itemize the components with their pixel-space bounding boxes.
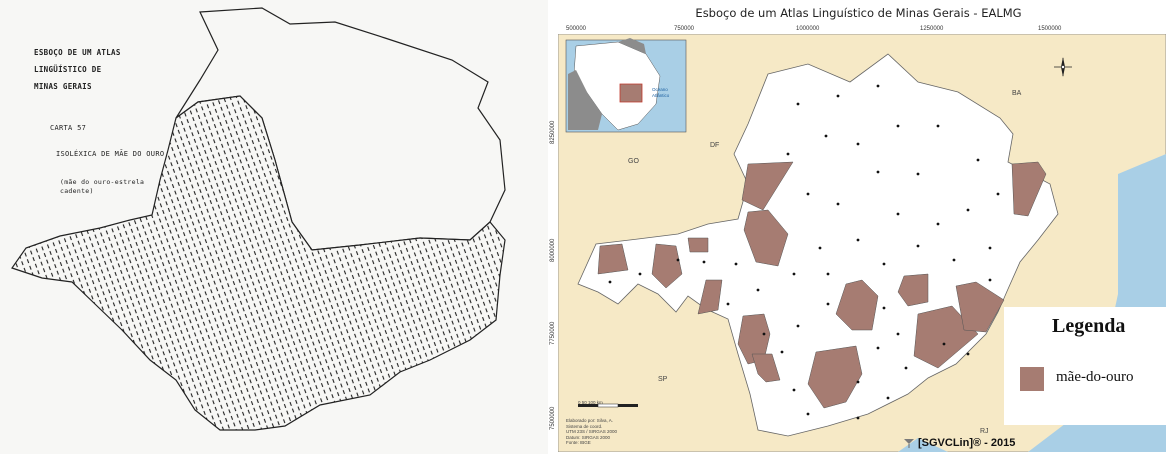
state-label-sp: SP: [658, 376, 668, 383]
x-tick: 1250000: [920, 26, 944, 32]
y-tick: 8250000: [550, 120, 556, 144]
scale-bar: [578, 403, 638, 408]
inset-ocean-label-1: Oceano: [652, 87, 668, 92]
source-notes: Elaborado por: Silva, A. Sistema de coor…: [566, 418, 617, 446]
inset-ocean-label-2: Atlântico: [652, 93, 670, 98]
scanned-state-outline: [11, 7, 506, 431]
source-line: Fonte: IBGE: [566, 440, 591, 445]
scan-carta-number: CARTA 57: [50, 124, 87, 132]
source-line: UTM 23S / SIRGAS 2000: [566, 429, 618, 434]
y-tick: 7500000: [550, 406, 556, 430]
map-logo-icon: [904, 439, 914, 448]
scan-isolexica-label: ISOLÉXICA DE MÃE DO OURO: [56, 150, 165, 158]
legend-swatch: [1020, 367, 1044, 391]
state-label-go: GO: [628, 158, 639, 165]
scan-title-line-2: LINGÜÍSTICO DE: [34, 65, 102, 74]
map-title: Esboço de um Atlas Linguístico de Minas …: [695, 6, 1022, 20]
map-legend: Legenda mãe-do-ouro: [1004, 307, 1169, 425]
x-tick: 750000: [674, 26, 695, 32]
state-label-rj: RJ: [980, 428, 989, 435]
source-line: Sistema de coord.: [566, 423, 603, 429]
x-tick: 1500000: [1038, 26, 1062, 32]
y-tick: 8000000: [550, 238, 556, 262]
state-label-ba: BA: [1012, 90, 1022, 97]
scale-label: 0 50 100 km: [578, 400, 603, 405]
source-line: Datum: SIRGAS 2000: [566, 434, 611, 440]
scanned-map-panel: ESBOÇO DE UM ATLAS LINGÜÍSTICO DE MINAS …: [0, 0, 548, 454]
sample-points: [608, 84, 1000, 420]
legend-item-label: mãe-do-ouro: [1056, 369, 1134, 385]
scan-note-line-2: cadente): [60, 187, 94, 195]
scan-title-line-1: ESBOÇO DE UM ATLAS: [34, 48, 121, 57]
y-tick: 7750000: [550, 321, 556, 345]
scan-title-line-3: MINAS GERAIS: [34, 82, 92, 91]
source-line: Elaborado por: Silva, A.: [566, 418, 614, 423]
legend-title: Legenda: [1052, 315, 1126, 337]
x-tick: 500000: [566, 26, 587, 32]
compass-rose-icon: [1054, 57, 1072, 77]
scan-note-line-1: (mãe do ouro-estrela: [60, 178, 145, 186]
credit-text: [SGVCLin]® - 2015: [918, 437, 1016, 449]
x-tick: 1000000: [796, 26, 820, 32]
state-label-df: DF: [710, 142, 720, 149]
mae-do-ouro-areas: [597, 161, 1047, 409]
